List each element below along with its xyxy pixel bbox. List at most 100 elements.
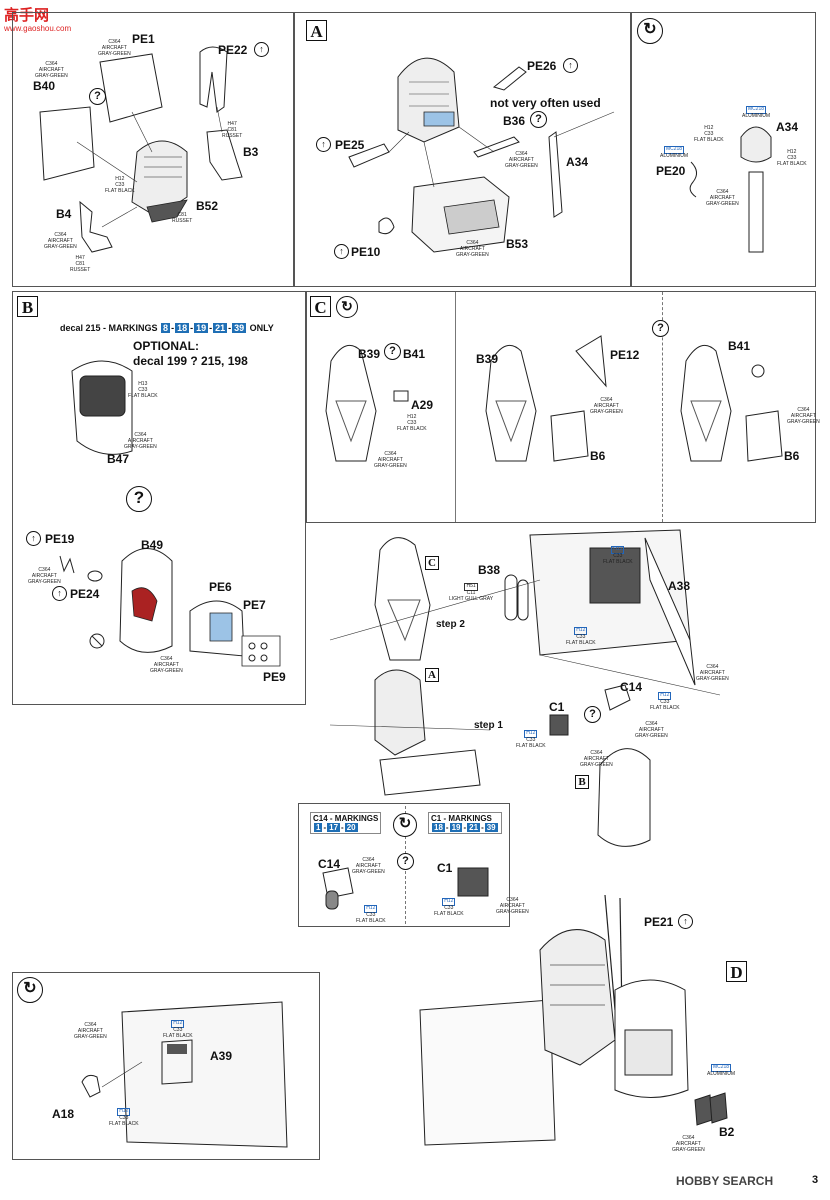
alternative-option-icon: ↻ <box>336 296 358 318</box>
drawing-top-left-seat <box>12 12 294 287</box>
drawing-panel-a-seat <box>294 12 631 287</box>
optional-question-icon: ? <box>652 320 669 337</box>
optional-question-icon: ? <box>530 111 547 128</box>
step-letter-a: A <box>306 20 327 41</box>
bend-icon: ↑ <box>678 914 693 929</box>
bend-icon: ↑ <box>563 58 578 73</box>
marking-badge: 21 <box>467 823 481 832</box>
part-label-pe7: PE7 <box>243 598 266 612</box>
alternative-option-icon: ↻ <box>393 813 417 837</box>
drawing-panel-b <box>12 291 306 705</box>
step-letter-b: B <box>17 296 38 317</box>
ref-letter-a: A <box>425 668 439 682</box>
marking-badge: 19 <box>194 323 209 333</box>
part-label-b38: B38 <box>478 563 501 577</box>
part-label-b6b: B6 <box>784 449 800 463</box>
ref-letter-c: C <box>425 556 439 570</box>
part-label-c1: C1 <box>549 700 565 714</box>
bend-icon: ↑ <box>254 42 269 57</box>
optional-question-icon: ? <box>89 88 106 105</box>
part-label-b53: B53 <box>506 237 529 251</box>
part-label-a39: A39 <box>210 1049 233 1063</box>
part-label-pe22: PE22 <box>218 43 248 57</box>
bend-icon: ↑ <box>316 137 331 152</box>
bend-icon: ↑ <box>52 586 67 601</box>
marking-badge: 18 <box>175 323 190 333</box>
part-label-b36: B36 <box>503 114 526 128</box>
drawing-variant-parts <box>298 803 510 927</box>
part-label-a38: A38 <box>668 579 691 593</box>
variant-c1-title: C1 - MARKINGS 18-19-21-39 <box>428 812 502 834</box>
panel-top-right <box>631 12 816 287</box>
marking-badge: 8 <box>161 323 171 333</box>
part-label-pe9: PE9 <box>263 670 286 684</box>
part-label-pe6: PE6 <box>209 580 232 594</box>
drawing-bottom-left <box>12 972 320 1160</box>
part-label-pe25: PE25 <box>335 138 365 152</box>
watermark-url: www.gaoshou.com <box>4 24 72 33</box>
part-label-b4: B4 <box>56 207 72 221</box>
marking-badge: 39 <box>484 823 498 832</box>
decal-note: decal 215 - MARKINGS 8-18-19-21-39 ONLY <box>60 323 274 333</box>
part-label-b41b: B41 <box>728 339 751 353</box>
optional-question-icon: ? <box>397 853 414 870</box>
part-label-b39: B39 <box>358 347 381 361</box>
part-label-pe12: PE12 <box>610 348 640 362</box>
part-label-b52: B52 <box>196 199 219 213</box>
optional-label: OPTIONAL: <box>133 339 199 353</box>
part-label-b6: B6 <box>590 449 606 463</box>
divider-dashed <box>455 292 456 522</box>
part-label-b40: B40 <box>33 79 56 93</box>
part-label-b47: B47 <box>107 452 130 466</box>
part-label-pe1: PE1 <box>132 32 155 46</box>
bend-icon: ↑ <box>334 244 349 259</box>
drawing-main-assembly <box>300 520 820 940</box>
step-2-label: step 2 <box>436 619 465 630</box>
part-label-c14-variant: C14 <box>318 857 341 871</box>
part-label-b41: B41 <box>403 347 426 361</box>
panel-a <box>294 12 631 287</box>
part-label-b49: B49 <box>141 538 164 552</box>
note-not-often-used: not very often used <box>490 96 601 110</box>
optional-question-icon: ? <box>384 343 401 360</box>
part-label-b3: B3 <box>243 145 259 159</box>
optional-question-icon: ? <box>584 706 601 723</box>
marking-badge: 1 <box>314 823 323 832</box>
optional-question-icon: ? <box>126 486 152 512</box>
panel-b <box>12 291 306 705</box>
marking-badge: 19 <box>449 823 463 832</box>
marking-badge: 17 <box>327 823 341 832</box>
part-label-pe26: PE26 <box>527 59 557 73</box>
part-label-pe20: PE20 <box>656 164 686 178</box>
part-label-a29: A29 <box>411 398 434 412</box>
bend-icon: ↑ <box>26 531 41 546</box>
